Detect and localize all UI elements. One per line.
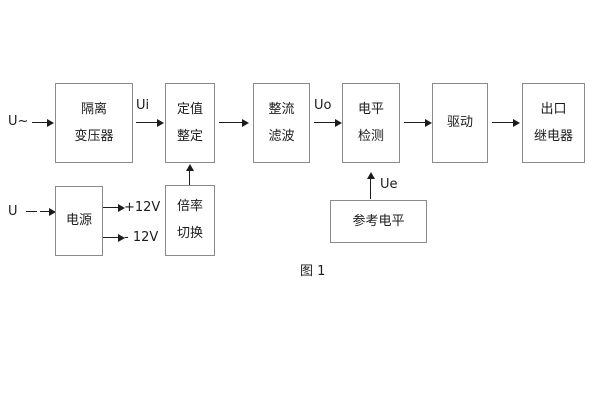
arrow-rectify-filter-to-level-detection — [314, 118, 342, 127]
supply-label-positive: +12V — [124, 200, 161, 215]
arrow-power-supply-positive — [103, 203, 125, 212]
arrow-setpoint-setting-to-rectify-filter — [219, 118, 249, 127]
block-level-detection: 电平 检测 — [342, 83, 400, 163]
signal-label-uo: Uo — [314, 98, 332, 113]
arrow-input-ac-to-isolation-transformer — [32, 118, 54, 127]
arrow-drive-to-output-relay — [492, 118, 520, 127]
arrow-input-dc-to-power-supply — [40, 207, 56, 216]
block-rectify-filter: 整流 滤波 — [253, 83, 310, 163]
block-output-relay-line-1: 出口 — [540, 101, 567, 117]
block-isolation-transformer: 隔离 变压器 — [55, 83, 133, 163]
block-power-supply-line-1: 电源 — [65, 213, 92, 229]
block-setpoint-setting-line-2: 整定 — [176, 128, 203, 144]
block-setpoint-setting-line-1: 定值 — [176, 101, 203, 117]
block-level-detection-line-2: 检测 — [357, 128, 384, 144]
block-reference-level-line-1: 参考电平 — [352, 213, 405, 229]
block-setpoint-setting: 定值 整定 — [165, 83, 215, 163]
block-rectify-filter-line-2: 滤波 — [268, 128, 295, 144]
block-power-supply: 电源 — [55, 186, 103, 256]
input-label-ac: U~ — [8, 114, 29, 129]
figure-caption: 图 1 — [300, 264, 326, 279]
arrow-reference-level-to-level-detection — [366, 172, 375, 199]
arrow-input-dc-dash — [26, 211, 37, 213]
arrow-multiplier-switch-to-setpoint-setting — [185, 164, 194, 185]
arrow-power-supply-negative — [103, 233, 125, 242]
block-rectify-filter-line-1: 整流 — [268, 101, 295, 117]
signal-label-ui: Ui — [136, 98, 150, 113]
block-level-detection-line-1: 电平 — [357, 101, 384, 117]
block-reference-level: 参考电平 — [330, 200, 427, 243]
block-isolation-transformer-line-1: 隔离 — [80, 101, 107, 117]
arrow-level-detection-to-drive — [404, 118, 432, 127]
block-isolation-transformer-line-2: 变压器 — [74, 128, 114, 144]
input-label-dc: U — [8, 204, 18, 219]
block-multiplier-switch-line-1: 倍率 — [176, 199, 203, 215]
signal-label-ue: Ue — [380, 177, 398, 192]
block-multiplier-switch: 倍率 切换 — [165, 185, 215, 256]
supply-label-negative: - 12V — [124, 230, 159, 245]
block-output-relay-line-2: 继电器 — [533, 128, 573, 144]
block-output-relay: 出口 继电器 — [522, 83, 585, 163]
arrow-isolation-transformer-to-setpoint-setting — [136, 118, 164, 127]
block-drive-line-1: 驱动 — [446, 115, 473, 131]
block-drive: 驱动 — [432, 83, 488, 163]
block-multiplier-switch-line-2: 切换 — [176, 226, 203, 241]
